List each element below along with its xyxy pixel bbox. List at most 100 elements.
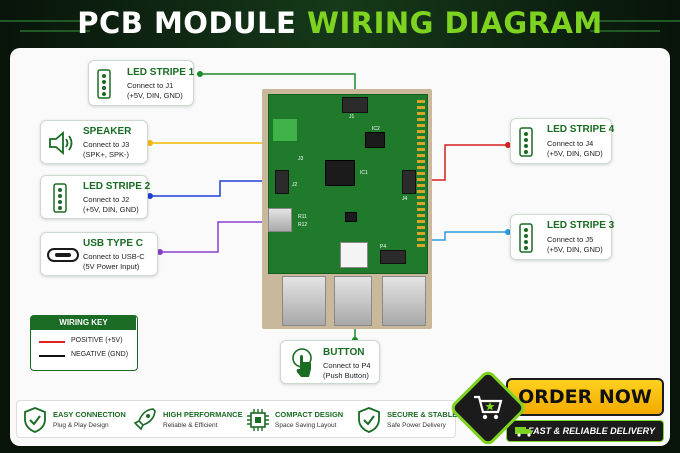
- callout-title: LED STRIPE 3: [547, 220, 615, 231]
- feature-title: SECURE & STABLE: [387, 410, 458, 419]
- connector-j4: [402, 170, 416, 194]
- label-p4: P4: [380, 244, 387, 250]
- push-button-hand-icon: [292, 348, 312, 377]
- connector-j2: [275, 170, 289, 194]
- chip-icon: [247, 409, 269, 431]
- callout-title: SPEAKER: [83, 126, 132, 137]
- shield-check-icon: [24, 407, 46, 433]
- callout-led-stripe-2: LED STRIPE 2 Connect to J2 (+5V, DIN, GN…: [40, 175, 151, 219]
- label-ic2: IC2: [372, 126, 380, 132]
- connector-j1: [342, 97, 368, 113]
- wiring-key: WIRING KEY POSITIVE (+5V) NEGATIVE (GND): [30, 315, 138, 371]
- delivery-banner: FAST & RELIABLE DELIVERY: [506, 420, 664, 442]
- label-j3: J3: [298, 156, 304, 162]
- speaker-icon: [49, 131, 73, 155]
- wiring-key-positive: POSITIVE (+5V): [71, 337, 123, 344]
- rocket-icon: [133, 408, 156, 431]
- callout-line: (Push Button): [323, 371, 369, 380]
- callout-line: (+5V, DIN, GND): [83, 205, 139, 214]
- shield-check-icon: [358, 407, 380, 433]
- feature-desc: Plug & Play Design: [53, 422, 109, 429]
- pin-header: [417, 100, 425, 250]
- rj-jack-3: [382, 276, 426, 326]
- callout-line: Connect to USB-C: [83, 252, 145, 261]
- usb-c-icon: [47, 248, 79, 262]
- led-strip-icon: [97, 69, 111, 99]
- callout-line: (+5V, DIN, GND): [547, 149, 603, 158]
- wire-led1: [200, 73, 356, 96]
- callout-title: LED STRIPE 2: [83, 181, 151, 192]
- page-title: PCB MODULE WIRING DIAGRAM: [0, 6, 680, 40]
- wire-usb: [160, 221, 272, 253]
- wire-speaker: [150, 132, 273, 144]
- wire-led1-dot: [197, 71, 203, 77]
- label-j1: J1: [349, 114, 355, 120]
- speaker-terminal-j3: [272, 118, 298, 142]
- label-r11: R11: [298, 214, 307, 220]
- led-strip-icon: [519, 127, 533, 157]
- order-badge: ORDER NOW FAST & RELIABLE DELIVERY: [448, 368, 670, 448]
- label-r12: R12: [298, 222, 308, 228]
- order-now-button[interactable]: ORDER NOW: [506, 378, 664, 416]
- led-strip-icon: [53, 183, 67, 213]
- connector-p4-header: [380, 250, 406, 264]
- feature-desc: Reliable & Efficient: [163, 422, 218, 429]
- label-ic1: IC1: [360, 170, 368, 176]
- shopping-cart-icon: [474, 395, 503, 420]
- callout-title: LED STRIPE 1: [127, 67, 195, 78]
- rj-jack-2: [334, 276, 372, 326]
- callout-button: BUTTON Connect to P4 (Push Button): [280, 340, 380, 384]
- rj-jack-1: [282, 276, 326, 326]
- callout-line: (+5V, DIN, GND): [127, 91, 183, 100]
- callout-line: (SPK+, SPK-): [83, 150, 130, 159]
- callout-line: (5V Power Input): [83, 262, 140, 271]
- label-j4: J4: [402, 196, 408, 202]
- circuit-trace: [590, 30, 660, 32]
- wire-led2: [150, 180, 272, 197]
- positive-line-swatch: [39, 341, 65, 343]
- title-part-white: PCB MODULE: [77, 6, 297, 40]
- wire-led2-dot: [147, 193, 153, 199]
- callout-usb-type-c: USB TYPE C Connect to USB-C (5V Power In…: [40, 232, 158, 276]
- feature-secure-stable: SECURE & STABLE Safe Power Delivery: [351, 401, 457, 439]
- circuit-trace: [0, 20, 90, 22]
- feature-desc: Safe Power Delivery: [387, 422, 446, 429]
- led-strip-icon: [519, 223, 533, 253]
- feature-easy-connection: EASY CONNECTION Plug & Play Design: [17, 401, 127, 439]
- feature-title: HIGH PERFORMANCE: [163, 410, 243, 419]
- push-button-p4: [340, 242, 368, 268]
- feature-title: COMPACT DESIGN: [275, 410, 344, 419]
- callout-title: USB TYPE C: [83, 238, 144, 249]
- callout-title: LED STRIPE 4: [547, 124, 615, 135]
- label-j2: J2: [292, 182, 298, 188]
- feature-desc: Space Saving Layout: [275, 422, 337, 429]
- delivery-text: FAST & RELIABLE DELIVERY: [528, 426, 655, 436]
- feature-bar: EASY CONNECTION Plug & Play Design HIGH …: [16, 400, 457, 439]
- callout-line: Connect to J5: [547, 235, 594, 244]
- callout-line: Connect to J4: [547, 139, 594, 148]
- wiring-key-negative: NEGATIVE (GND): [71, 351, 129, 358]
- wire-usb-dot: [157, 249, 163, 255]
- callout-line: Connect to P4: [323, 361, 371, 370]
- callout-led-stripe-4: LED STRIPE 4 Connect to J4 (+5V, DIN, GN…: [510, 118, 615, 164]
- chip-ic2: [365, 132, 385, 148]
- negative-line-swatch: [39, 355, 65, 357]
- wire-led3-dot: [505, 229, 511, 235]
- callout-line: (+5V, DIN, GND): [547, 245, 603, 254]
- usb-c-port: [268, 208, 292, 232]
- wire-led3: [428, 231, 508, 241]
- chip-small: [345, 212, 357, 222]
- wire-led4-dot: [505, 142, 511, 148]
- callout-line: Connect to J3: [83, 140, 130, 149]
- title-part-green: WIRING DIAGRAM: [306, 6, 603, 40]
- callout-led-stripe-3: LED STRIPE 3 Connect to J5 (+5V, DIN, GN…: [510, 214, 615, 260]
- circuit-trace: [20, 30, 90, 32]
- chip-ic1: [325, 160, 355, 186]
- feature-title: EASY CONNECTION: [53, 410, 126, 419]
- callout-led-stripe-1: LED STRIPE 1 Connect to J1 (+5V, DIN, GN…: [88, 60, 194, 106]
- callout-title: BUTTON: [323, 347, 365, 358]
- feature-compact-design: COMPACT DESIGN Space Saving Layout: [239, 401, 349, 439]
- callout-line: Connect to J2: [83, 195, 130, 204]
- callout-line: Connect to J1: [127, 81, 174, 90]
- wire-speaker-dot: [147, 140, 153, 146]
